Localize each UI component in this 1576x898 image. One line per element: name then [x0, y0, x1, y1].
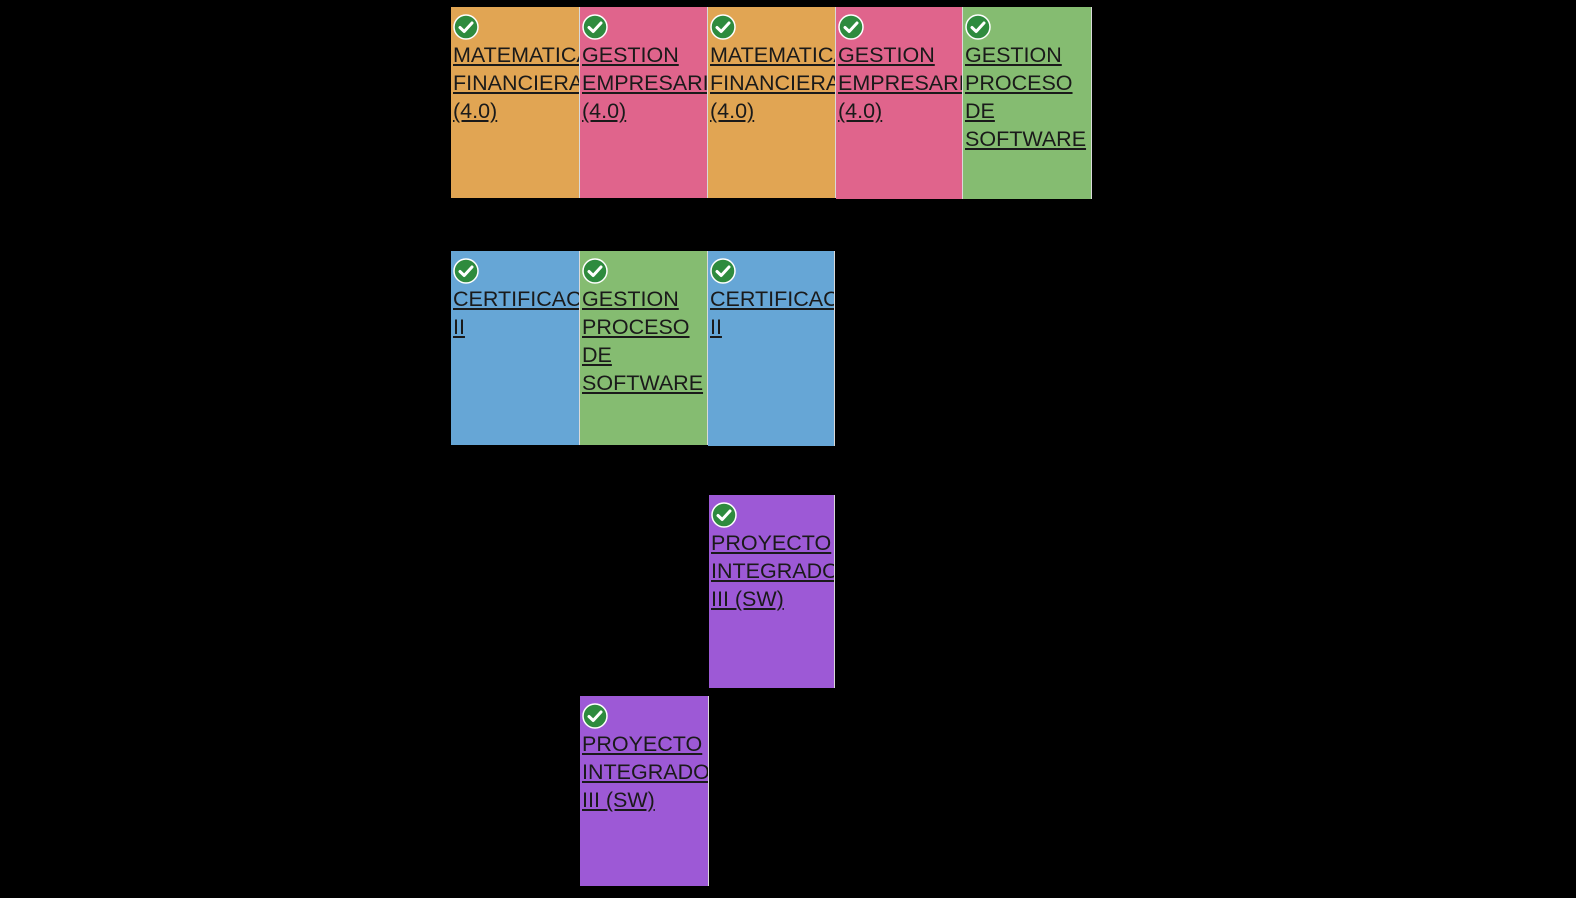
course-tile[interactable]: CERTIFICACION II — [708, 251, 835, 446]
check-circle-icon — [582, 258, 608, 284]
course-link[interactable]: GESTION PROCESO DE SOFTWARE — [965, 43, 1087, 151]
check-circle-icon — [710, 258, 736, 284]
course-link[interactable]: MATEMATICA FINANCIERA (4.0) — [710, 43, 836, 123]
course-tile[interactable]: MATEMATICA FINANCIERA (4.0) — [708, 7, 836, 198]
course-tile[interactable]: GESTION EMPRESARIAL (4.0) — [836, 7, 963, 199]
course-tile[interactable]: GESTION PROCESO DE SOFTWARE — [963, 7, 1092, 199]
check-circle-icon — [965, 14, 991, 40]
course-tile[interactable]: CERTIFICACION II — [451, 251, 580, 445]
course-link[interactable]: GESTION PROCESO DE SOFTWARE — [582, 287, 704, 395]
course-tile[interactable]: PROYECTO INTEGRADOR III (SW) — [580, 696, 709, 886]
check-circle-icon — [453, 14, 479, 40]
check-circle-icon — [710, 14, 736, 40]
check-circle-icon — [838, 14, 864, 40]
course-tile[interactable]: PROYECTO INTEGRADOR III (SW) — [709, 495, 835, 688]
course-link[interactable]: PROYECTO INTEGRADOR III (SW) — [711, 531, 834, 611]
course-tile[interactable]: GESTION PROCESO DE SOFTWARE — [580, 251, 708, 445]
course-tile[interactable]: GESTION EMPRESARIAL (4.0) — [580, 7, 708, 198]
check-circle-icon — [582, 14, 608, 40]
course-tile[interactable]: MATEMATICA FINANCIERA (4.0) — [451, 7, 580, 198]
course-link[interactable]: CERTIFICACION II — [710, 287, 834, 339]
course-link[interactable]: GESTION EMPRESARIAL (4.0) — [838, 43, 962, 123]
check-circle-icon — [453, 258, 479, 284]
course-link[interactable]: GESTION EMPRESARIAL (4.0) — [582, 43, 707, 123]
course-link[interactable]: PROYECTO INTEGRADOR III (SW) — [582, 732, 709, 812]
course-link[interactable]: CERTIFICACION II — [453, 287, 579, 339]
course-link[interactable]: MATEMATICA FINANCIERA (4.0) — [453, 43, 580, 123]
check-circle-icon — [711, 502, 737, 528]
check-circle-icon — [582, 703, 608, 729]
